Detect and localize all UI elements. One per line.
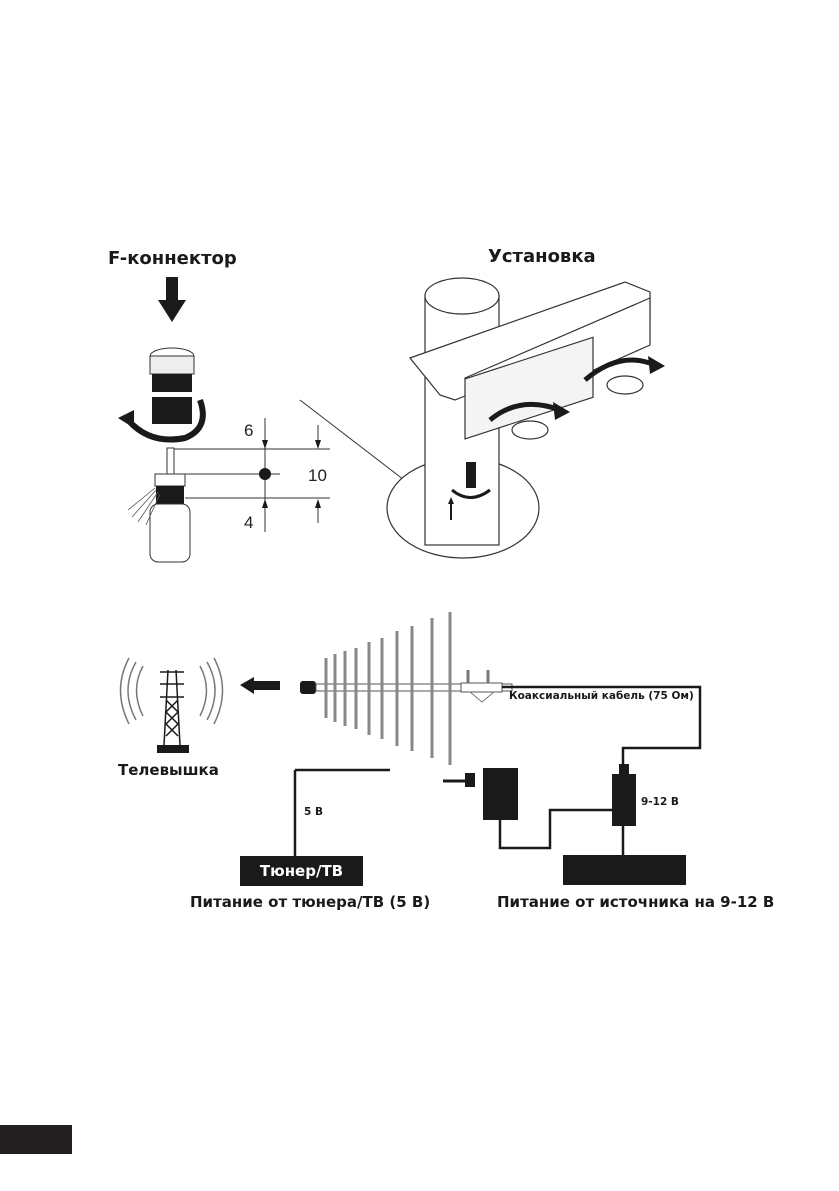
power-source-box [563, 855, 686, 885]
cable-label: Коаксиальный кабель (75 Ом) [509, 690, 694, 702]
tv-tower-icon [119, 657, 224, 753]
power-injector [619, 764, 629, 774]
coax-cable [293, 685, 702, 858]
rotate-arrow-icon [125, 398, 206, 443]
installation-title: Установка [488, 246, 596, 267]
mast-mount-illustration [386, 277, 665, 559]
dimension-10: 10 [308, 466, 327, 485]
connector-title: F-коннектор [108, 248, 237, 269]
caption-tuner-power: Питание от тюнера/ТВ (5 В) [190, 893, 431, 911]
left-arrow-icon [240, 677, 280, 694]
page-tab-marker [0, 1125, 72, 1154]
power-adapter [465, 773, 475, 787]
caption-source-power: Питание от источника на 9-12 В [497, 893, 775, 911]
dimension-6: 6 [244, 421, 254, 440]
tower-label: Телевышка [118, 761, 219, 779]
tuner-tv-box: Тюнер/ТВ [240, 856, 363, 886]
dimension-4: 4 [244, 513, 254, 532]
down-arrow-icon [158, 277, 186, 322]
f-connector-illustration [118, 277, 409, 563]
log-periodic-antenna [300, 612, 513, 765]
injector-voltage-label: 9-12 В [641, 796, 679, 808]
tuner-voltage-label: 5 В [304, 806, 323, 818]
